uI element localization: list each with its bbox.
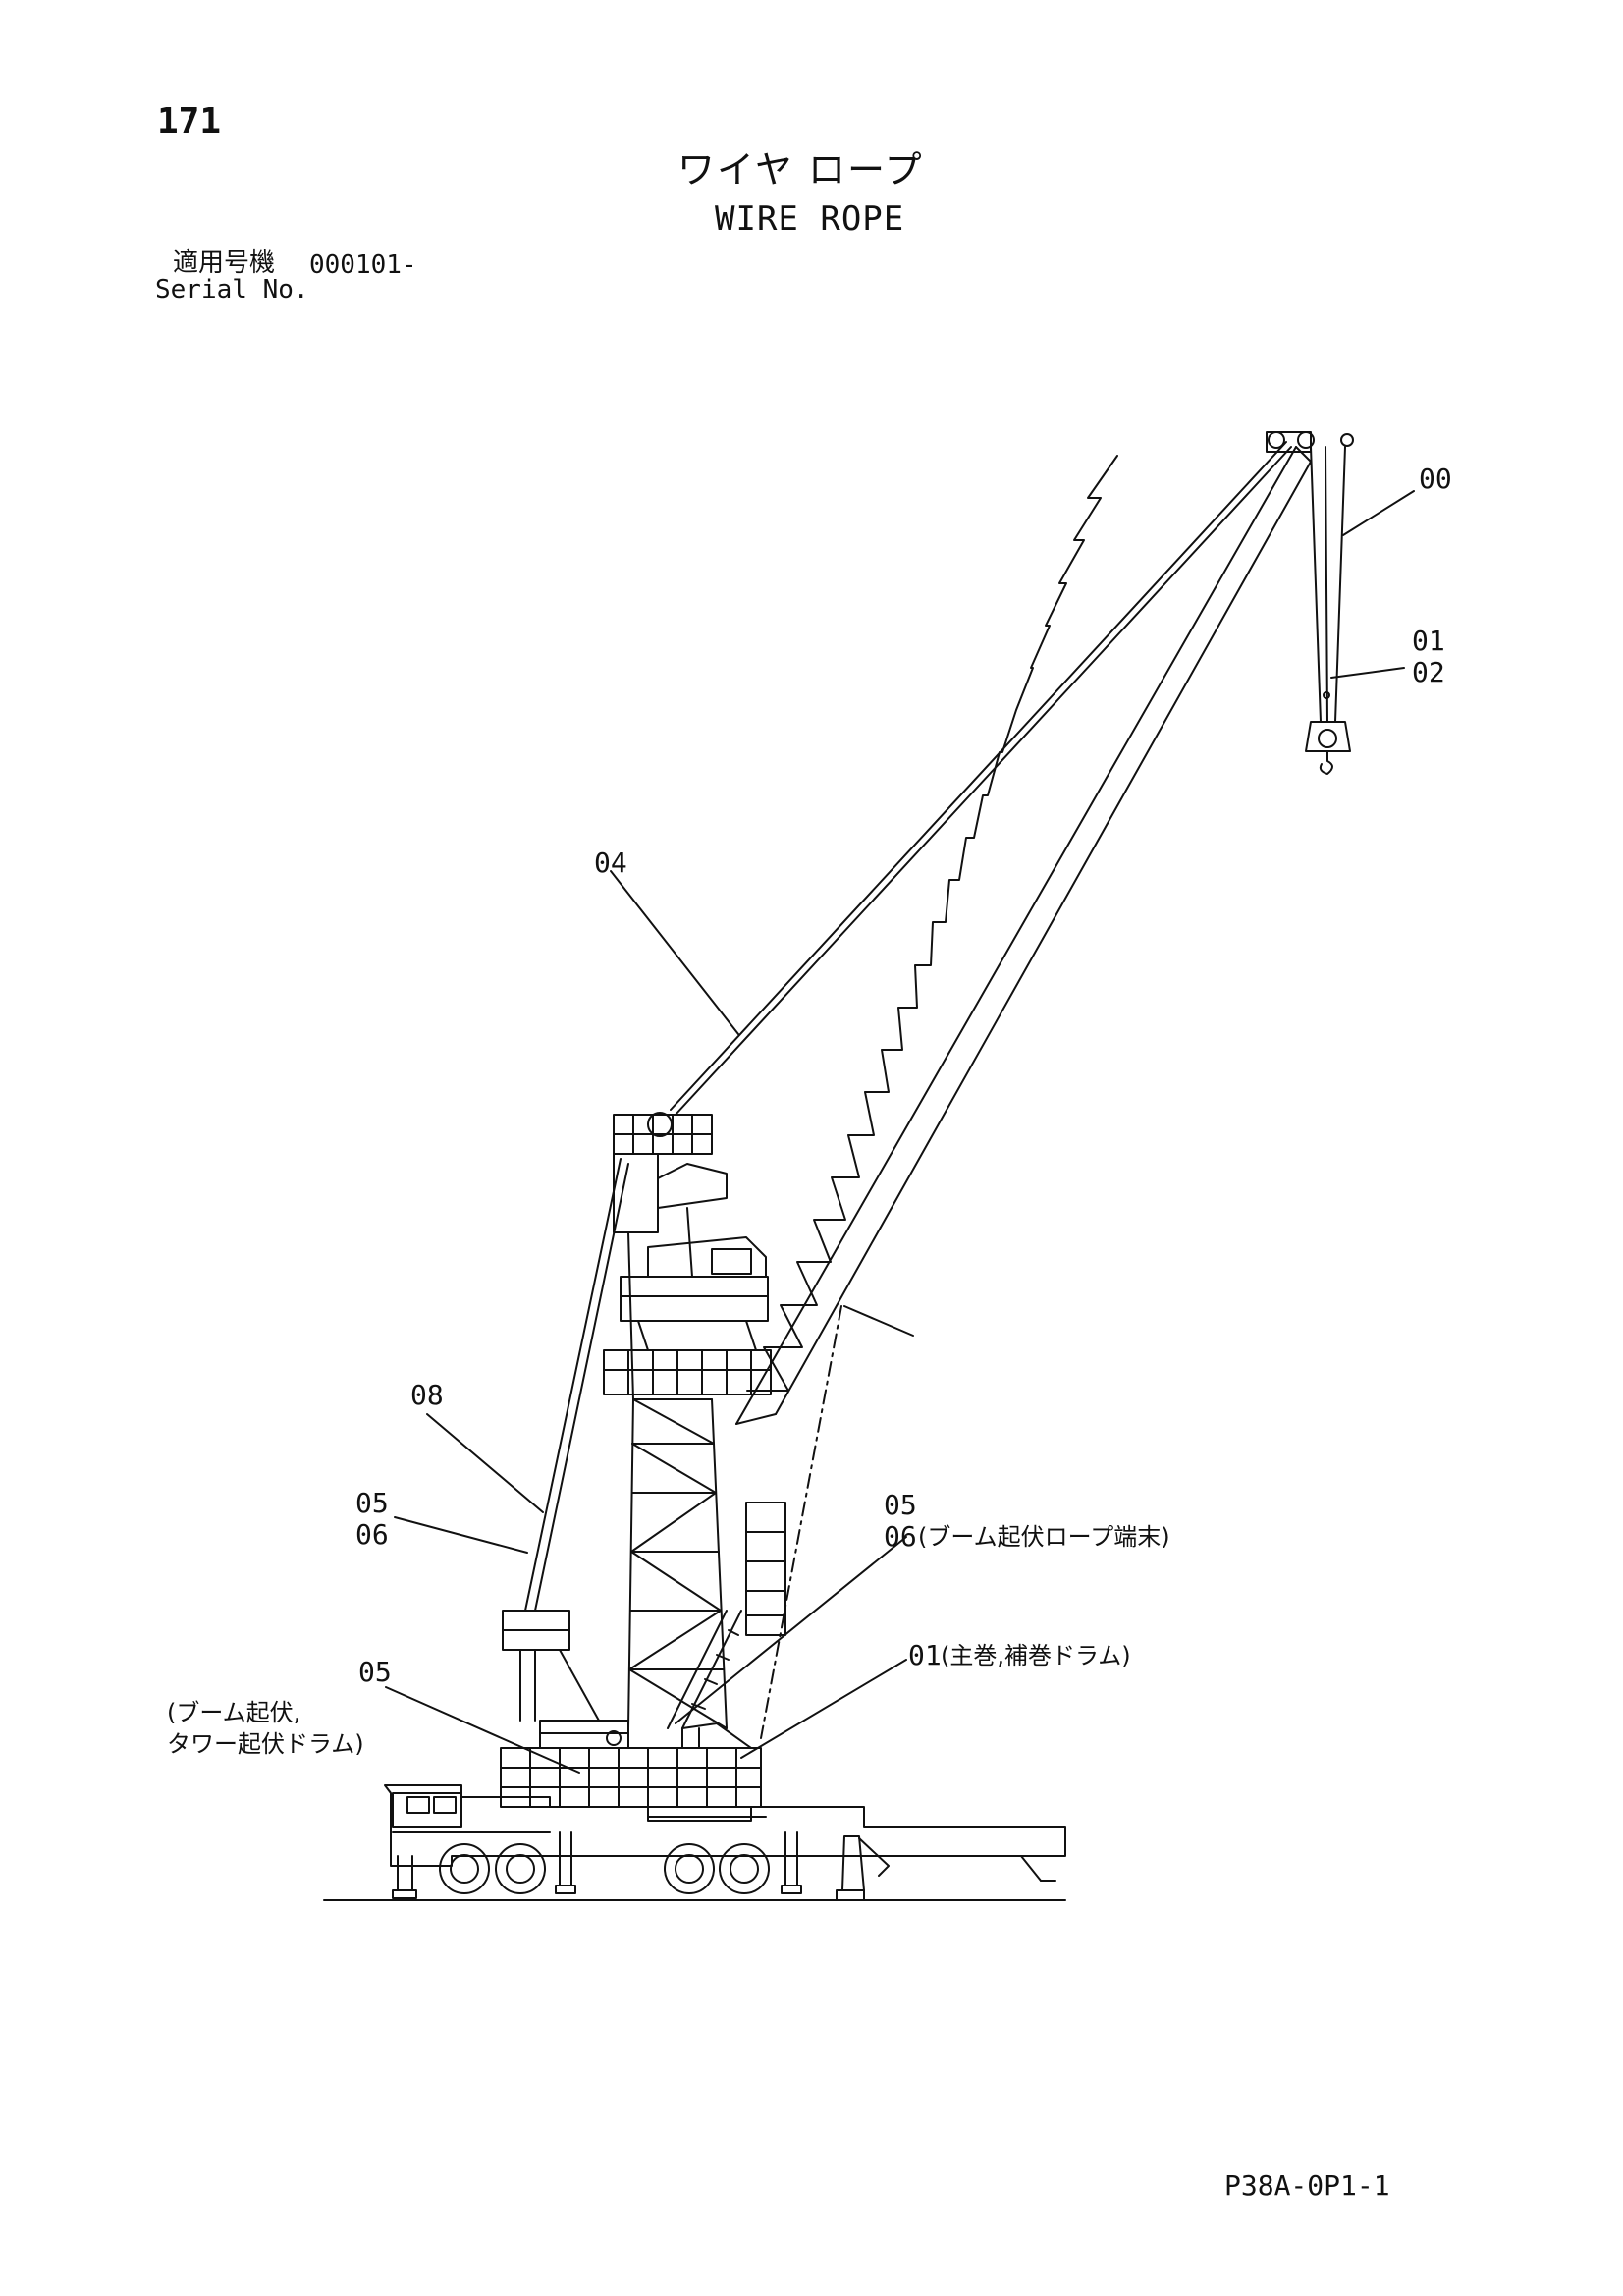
serial-number-value: 000101- <box>309 250 417 280</box>
note-boom-tower-drum-line2: タワー起伏ドラム) <box>167 1730 364 1758</box>
page-title-english: WIRE ROPE <box>715 199 905 239</box>
leader-lines <box>385 490 1415 1774</box>
note-main-aux-drum: (主巻,補巻ドラム) <box>941 1642 1131 1669</box>
part-label-05-left: 05 <box>355 1487 389 1519</box>
hook-block <box>1305 691 1351 775</box>
page-title-japanese: ワイヤ ロープ <box>677 148 924 191</box>
part-label-01: 01 <box>1412 625 1445 657</box>
truck-carrier <box>384 1784 1066 1901</box>
side-frame <box>667 1502 786 1729</box>
part-label-06-left: 06 <box>355 1518 389 1551</box>
boom-pendant-rope <box>670 441 1287 1111</box>
serial-label-english: Serial No. <box>155 275 309 304</box>
part-label-00: 00 <box>1419 463 1452 495</box>
part-label-04: 04 <box>594 847 627 879</box>
upper-structure <box>500 1610 762 1822</box>
page-number: 171 <box>157 101 222 141</box>
part-label-01-bottom: 01 <box>908 1639 942 1671</box>
main-hoist-rope <box>1310 446 1322 723</box>
boom-lattice <box>735 431 1354 1425</box>
part-label-06-right: 06 <box>884 1520 917 1553</box>
part-label-02: 02 <box>1412 656 1445 688</box>
tower-raising-rope <box>524 1158 622 1612</box>
part-label-05-right: 05 <box>884 1489 917 1521</box>
note-boom-rope-end: (ブーム起伏ロープ端末) <box>918 1523 1170 1551</box>
serial-label-japanese: 適用号機 <box>173 248 276 278</box>
wire-ropes <box>524 441 1346 1739</box>
tower-lattice <box>627 1398 728 1729</box>
document-code: P38A-0P1-1 <box>1224 2169 1390 2202</box>
part-label-05-bottom: 05 <box>358 1656 392 1688</box>
part-label-08: 08 <box>410 1379 444 1411</box>
note-boom-tower-drum-line1: (ブーム起伏, <box>167 1699 300 1726</box>
tower-platform <box>603 1112 772 1400</box>
